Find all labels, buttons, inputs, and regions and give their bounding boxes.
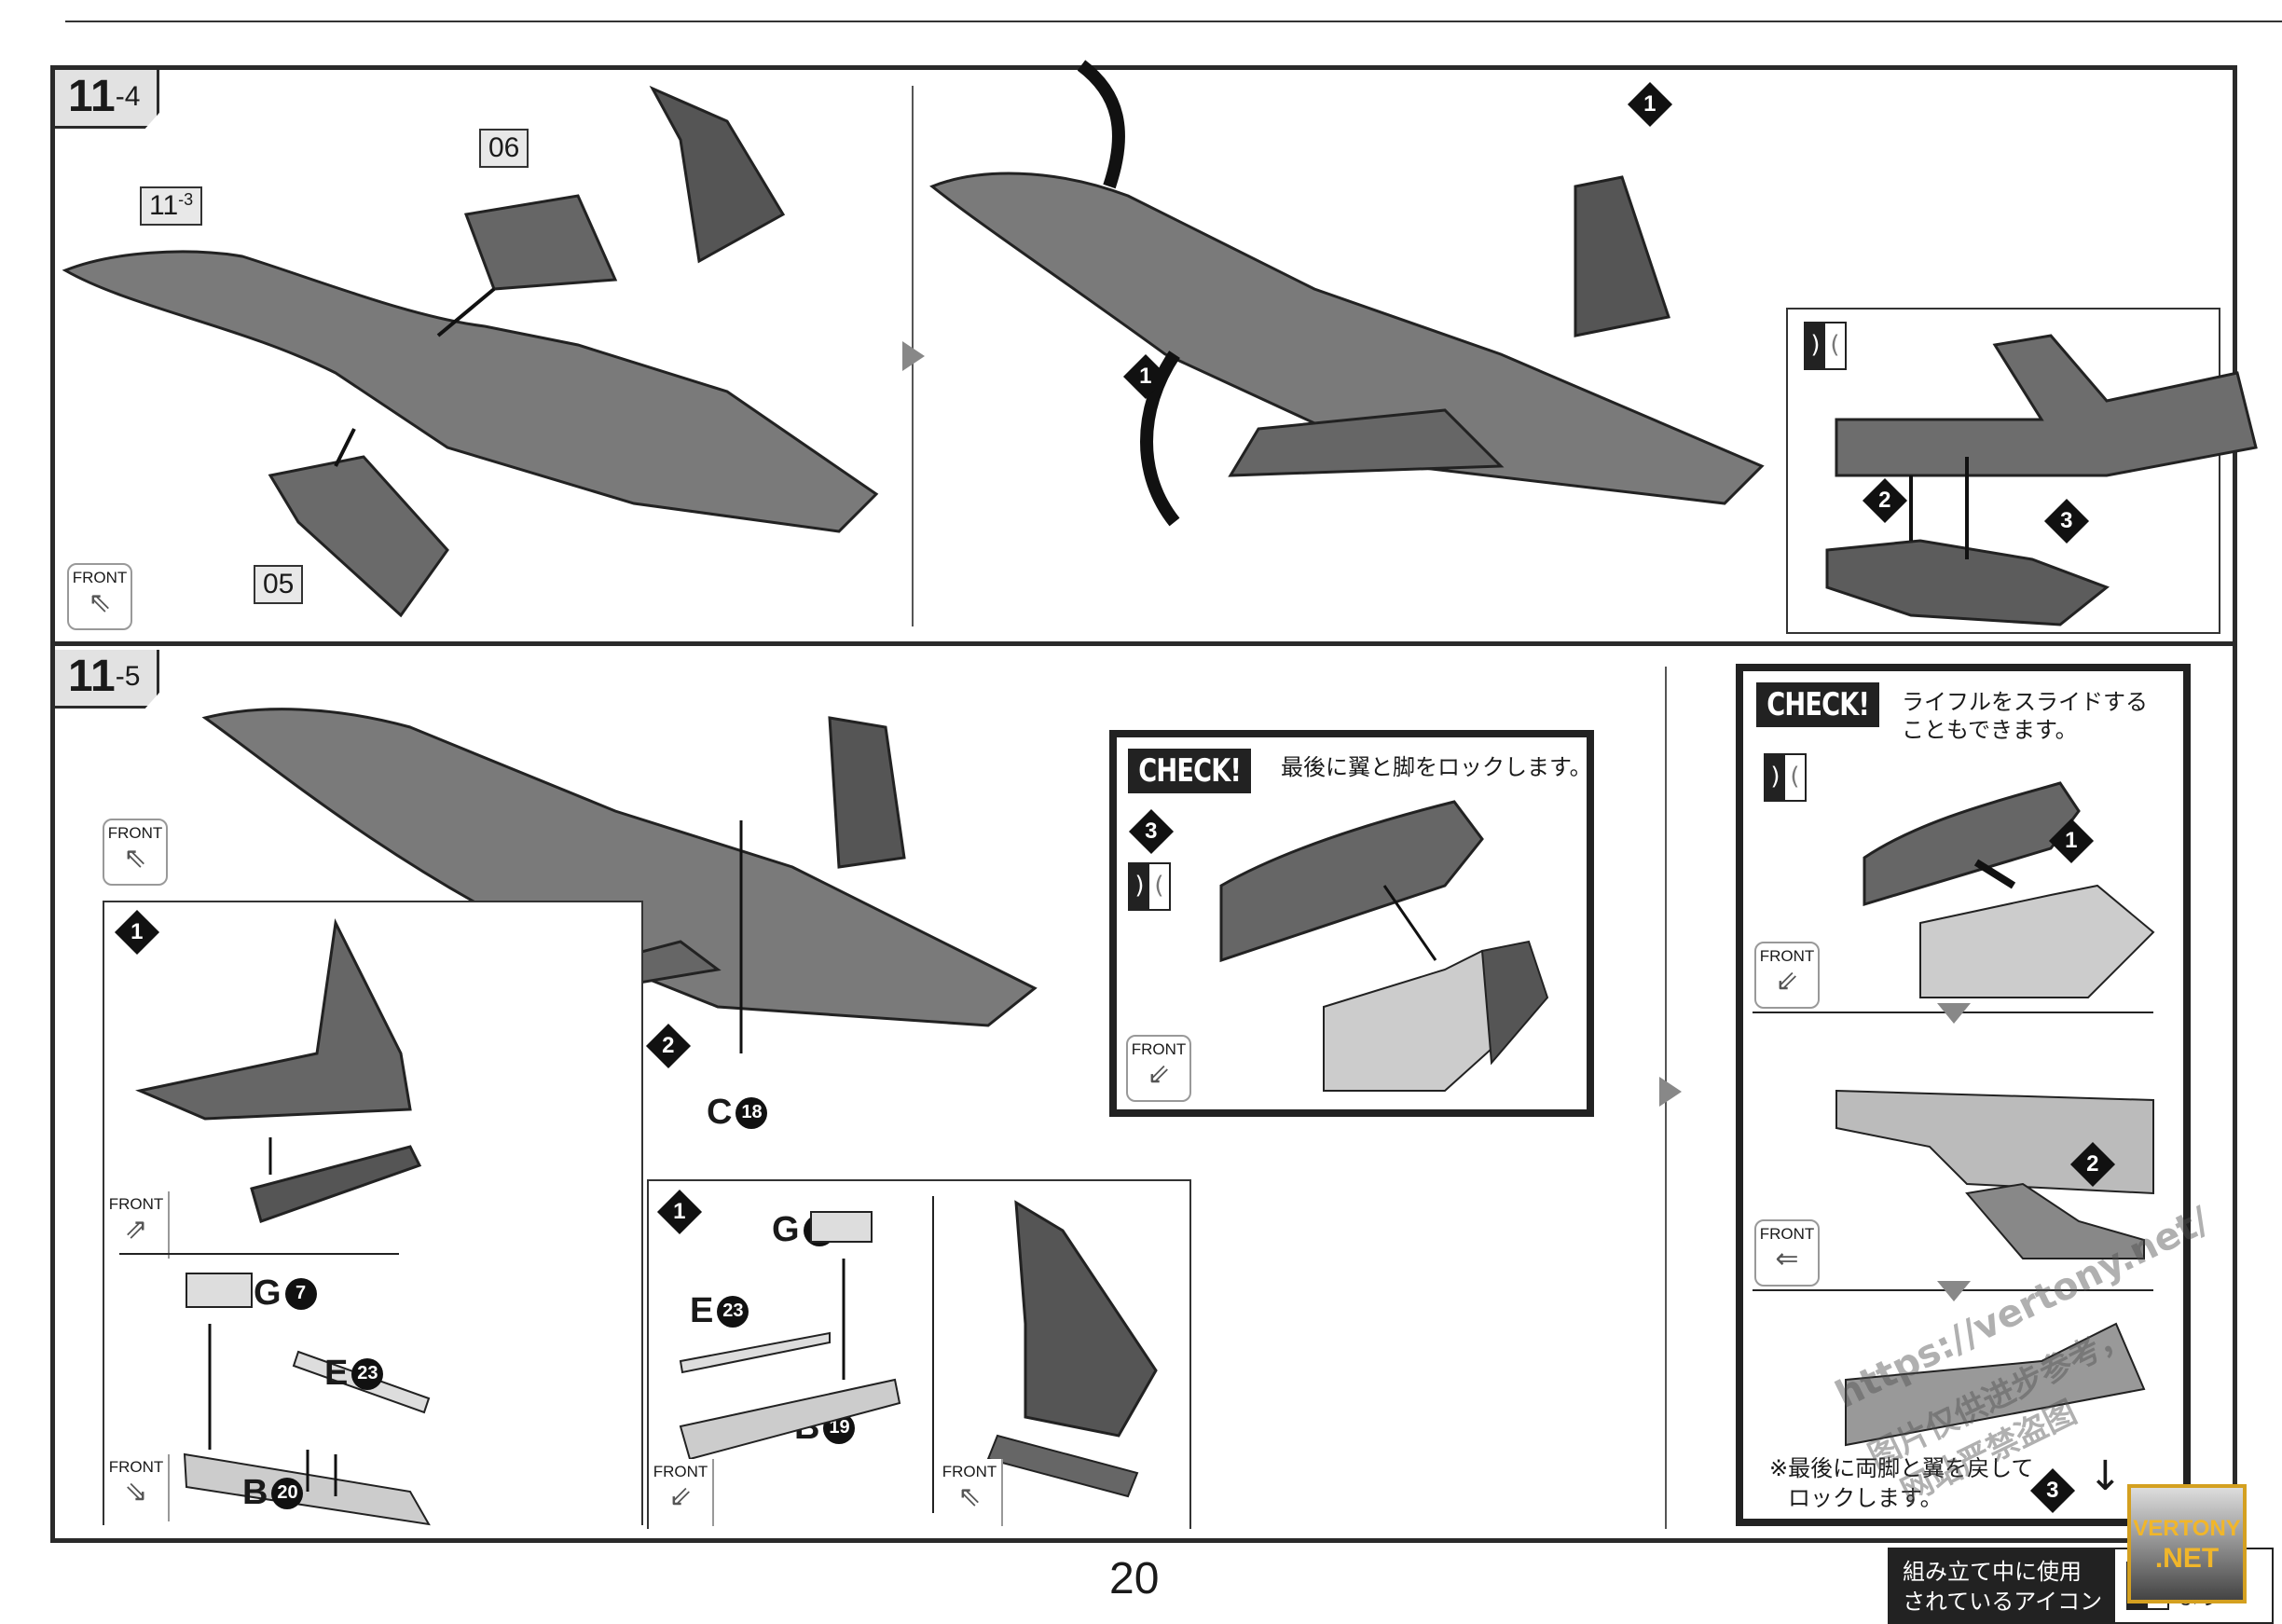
front-indicator: FRONT ⇙ (649, 1459, 714, 1526)
note-line2: ロックします。 (1788, 1485, 1943, 1511)
legend-title-line1: 組み立て中に使用 (1903, 1559, 2082, 1585)
front-arrow-icon: ⇙ (668, 1481, 693, 1512)
step-subnumber: -5 (115, 661, 141, 692)
step-number: 11 (68, 652, 116, 701)
front-label: FRONT (942, 1463, 997, 1480)
front-indicator: FRONT ⇐ (1754, 1219, 1820, 1287)
front-label: FRONT (1759, 947, 1815, 965)
note-line1: ※最後に両脚と翼を戻して (1769, 1455, 2034, 1481)
front-label: FRONT (1759, 1225, 1815, 1243)
inset-divider (932, 1196, 934, 1513)
check-text-line2: こともできます。 (1902, 717, 2078, 743)
step-tag-11-5: 11-5 (55, 650, 160, 709)
front-label: FRONT (1131, 1040, 1187, 1058)
step-subnumber: -4 (115, 81, 141, 112)
check-text: 最後に翼と脚をロックします。 (1281, 754, 1592, 780)
next-step-arrow-icon (1659, 1077, 1682, 1107)
part-label-05: 05 (254, 565, 304, 604)
step-number: 11 (68, 72, 116, 121)
step-tag-11-4: 11-4 (55, 70, 160, 129)
locked-aircraft-illustration (1845, 1322, 2146, 1447)
front-label: FRONT (108, 1458, 164, 1476)
front-arrow-icon: ⇗ (124, 1214, 148, 1245)
page-number: 20 (1109, 1554, 1160, 1603)
front-arrow-icon: ⇖ (957, 1481, 982, 1512)
front-label: FRONT (653, 1463, 708, 1480)
legend-title-line2: されているアイコン (1903, 1589, 2103, 1615)
front-arrow-icon: ⇙ (1147, 1059, 1171, 1090)
part-label-06: 06 (479, 129, 529, 168)
front-indicator: FRONT ⇙ (1754, 942, 1820, 1009)
ref-label-11-3: 11-3 (140, 186, 203, 226)
front-label: FRONT (107, 824, 163, 842)
front-arrow-icon: ⇖ (123, 843, 147, 874)
both-sides-icon: )( (1128, 862, 1171, 911)
front-indicator: FRONT ⇖ (67, 563, 132, 630)
vertony-logo: VERTONY .NET (2127, 1484, 2247, 1603)
inset-callout-line (119, 1253, 399, 1255)
ref-subnumber: -3 (178, 190, 194, 209)
front-indicator: FRONT ⇖ (938, 1459, 1003, 1526)
front-arrow-icon: ⇙ (1775, 966, 1799, 997)
top-rule (65, 21, 2282, 22)
front-arrow-icon: ⇐ (1775, 1244, 1799, 1274)
aircraft-folded-illustration-11-4 (929, 60, 1765, 527)
both-sides-icon: )( (1764, 753, 1807, 802)
check-badge: CHECK! (1128, 749, 1252, 793)
insert-arrow (334, 428, 356, 467)
ref-number: 11 (149, 190, 179, 221)
check-badge: CHECK! (1756, 682, 1880, 727)
front-indicator: FRONT ⇗ (104, 1191, 170, 1259)
front-indicator: FRONT ⇘ (104, 1454, 170, 1521)
lock-detail-illustration (1219, 800, 1549, 1092)
front-arrow-icon: ⇖ (88, 587, 112, 618)
instruction-frame (50, 65, 2237, 1543)
insert-arrow (436, 287, 496, 337)
both-sides-icon: )( (1804, 322, 1847, 370)
next-substep-arrow-icon (1937, 1281, 1971, 1301)
next-substep-arrow-icon (1937, 1003, 1971, 1024)
check-text-line1: ライフルをスライドする (1902, 689, 2148, 715)
rifle-assembly-illustration (679, 1200, 1158, 1498)
wing-leg-detail-illustration (1825, 334, 2258, 626)
logo-line2: .NET (2154, 1543, 2220, 1574)
front-indicator: FRONT ⇖ (103, 819, 168, 886)
front-label: FRONT (108, 1195, 164, 1213)
front-arrow-icon: ⇘ (124, 1477, 148, 1507)
aircraft-illustration-11-4 (62, 85, 879, 618)
logo-line1: VERTONY (2133, 1516, 2241, 1541)
wing-rifle-illustration (135, 918, 422, 1223)
rifle-slide-illustration (1863, 781, 2155, 998)
icon-legend-title: 組み立て中に使用 されているアイコン (1890, 1549, 2116, 1622)
down-arrow-icon: ↓ (2088, 1452, 2123, 1500)
front-label: FRONT (72, 569, 128, 586)
step-divider (50, 641, 2237, 646)
rotate-arrow (1077, 60, 1125, 189)
next-step-arrow-icon (902, 341, 925, 371)
front-indicator: FRONT ⇙ (1126, 1035, 1191, 1102)
